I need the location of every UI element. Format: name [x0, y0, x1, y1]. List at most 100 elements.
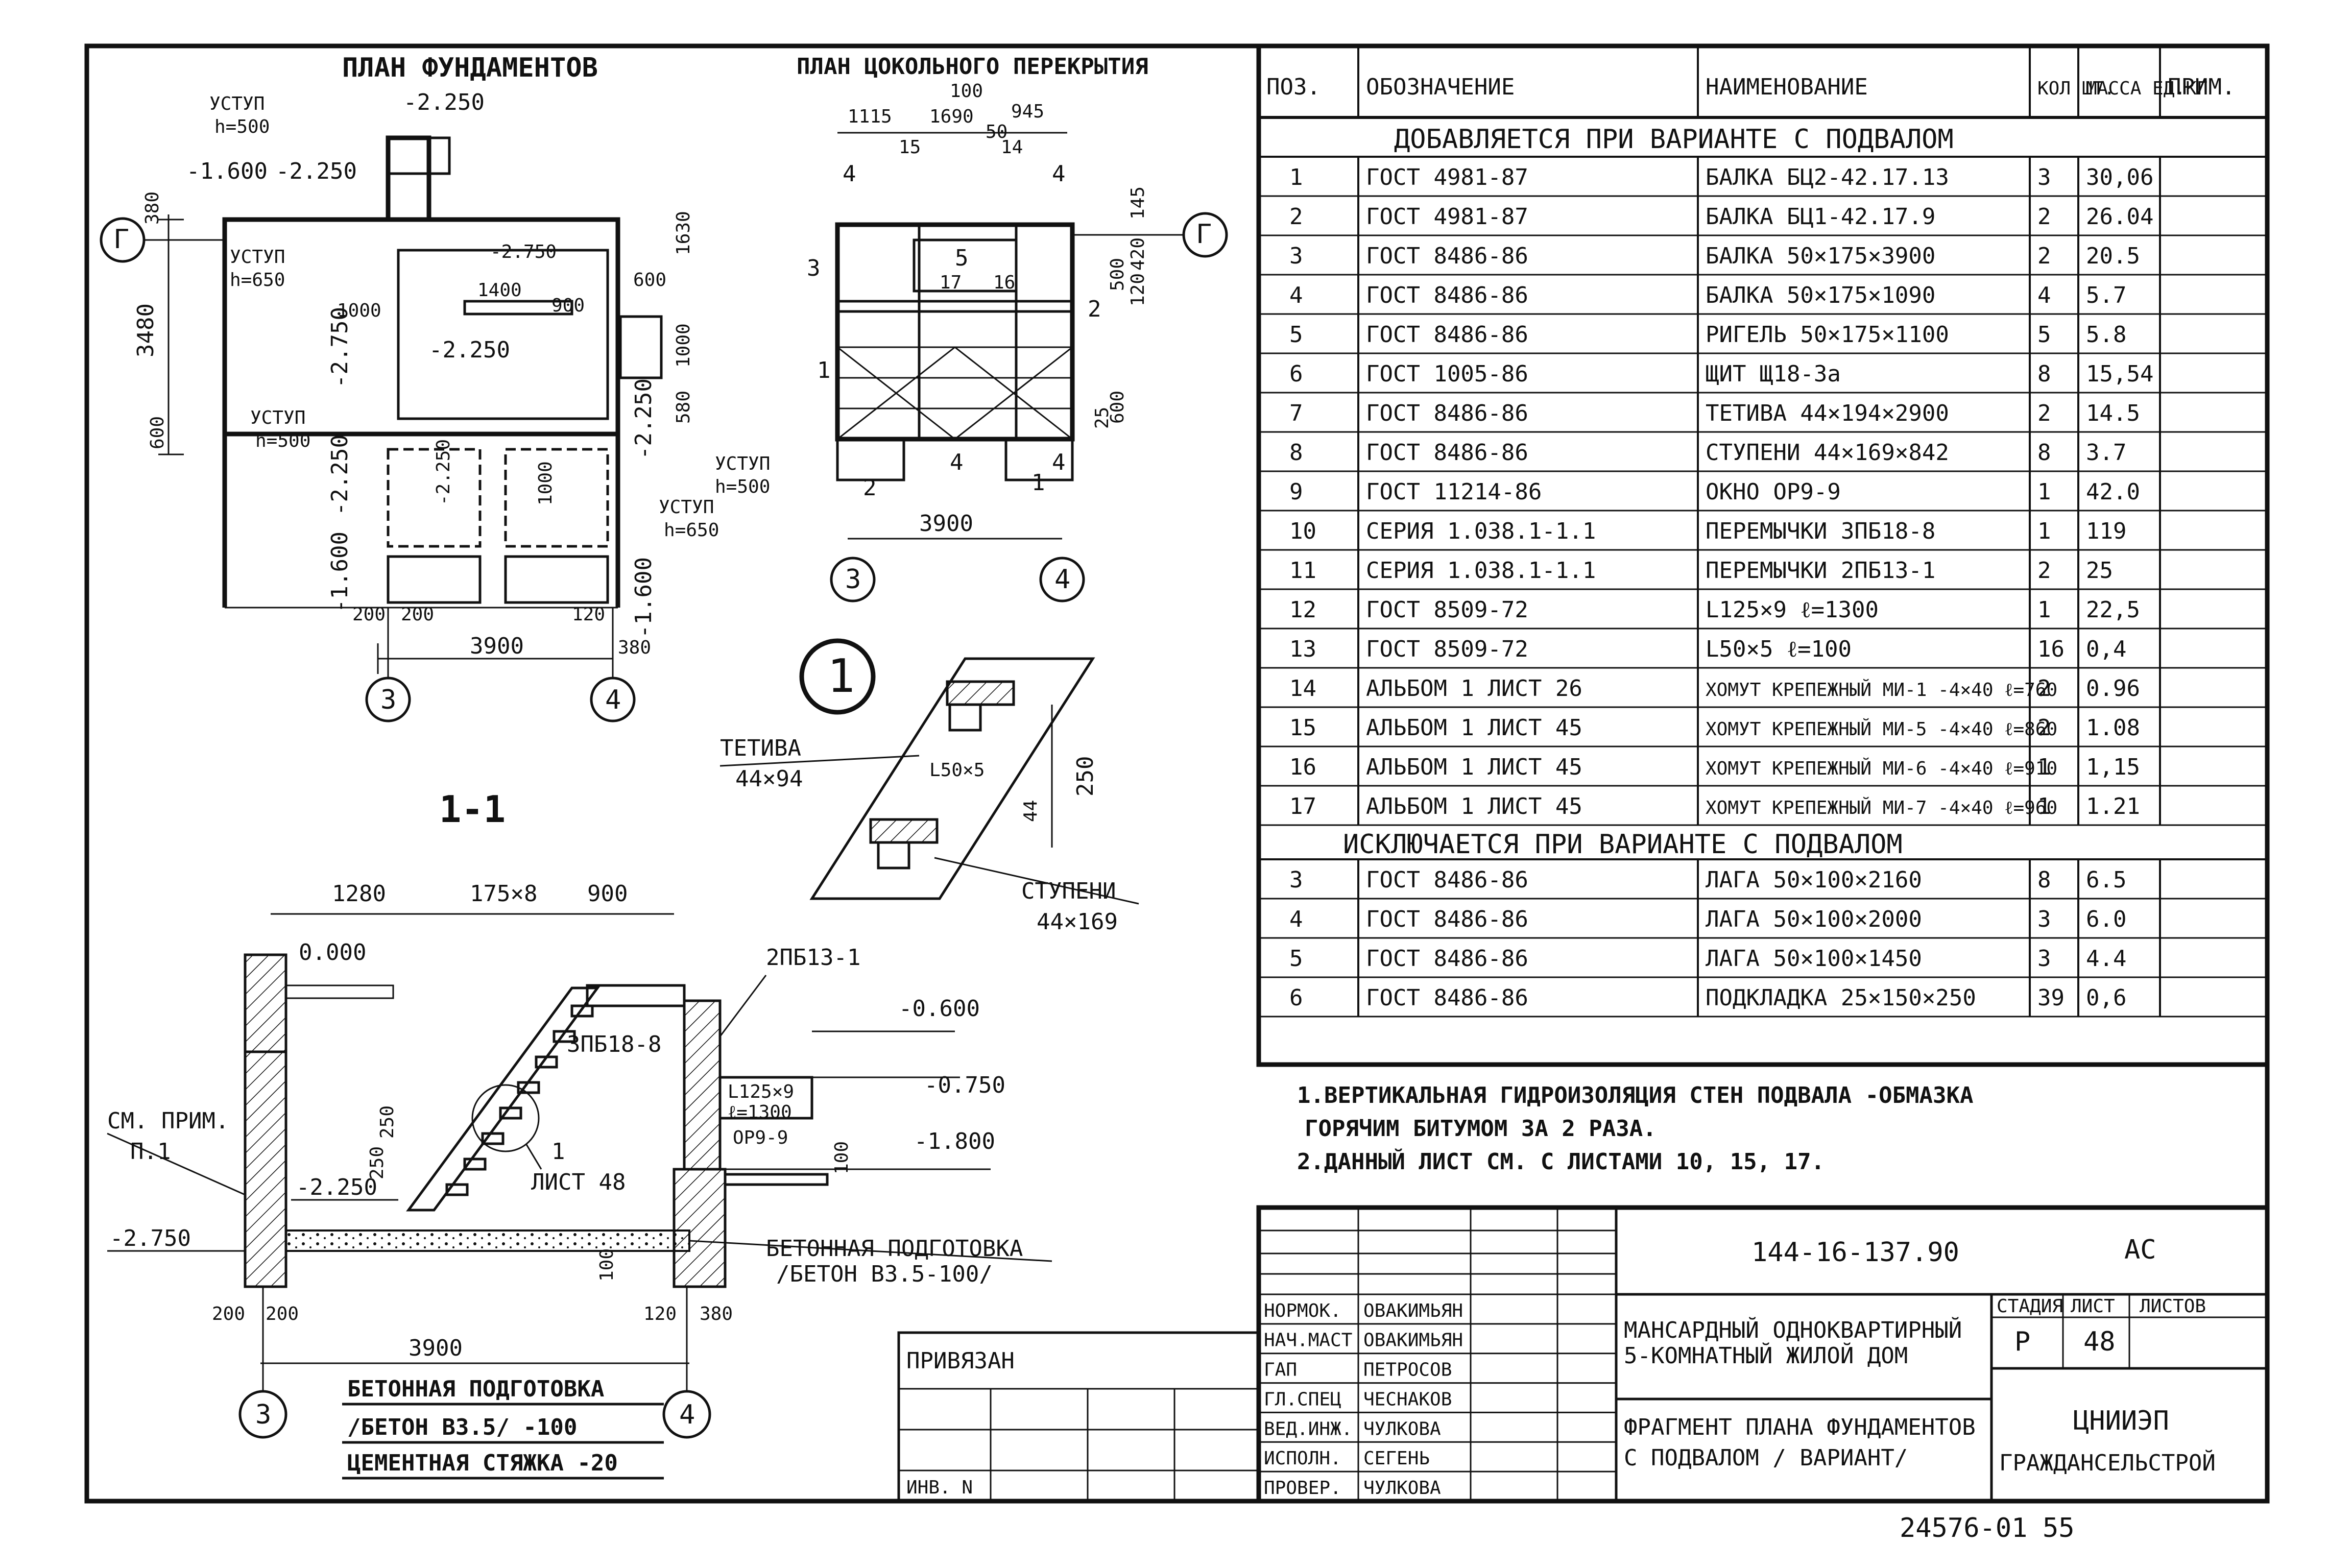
rows_excluded-row-2-col-2: ЛАГА 50×100×1450	[1706, 946, 1922, 972]
svg-text:П.1: П.1	[130, 1139, 171, 1165]
rows_added-row-7-col-2: СТУПЕНИ 44×169×842	[1706, 440, 1949, 466]
note-1-cont: ГОРЯЧИМ БИТУМОМ ЗА 2 РАЗА.	[1305, 1116, 1657, 1142]
rows_excluded-row-1-col-4: 6.0	[2086, 906, 2126, 932]
svg-text:ЛИСТ 48: ЛИСТ 48	[531, 1169, 626, 1195]
foundation-plan: ПЛАН ФУНДАМЕНТОВ Г 3 4 УСТУП	[100, 53, 770, 722]
svg-text:-1.600: -1.600	[186, 158, 268, 184]
page-number: 55	[2043, 1513, 2075, 1543]
rows_added-row-12-col-1: ГОСТ 8509-72	[1366, 636, 1528, 662]
axis-3-bubble: 3	[380, 685, 396, 715]
rows_excluded-row-2-col-1: ГОСТ 8486-86	[1366, 946, 1528, 972]
svg-text:-1.600: -1.600	[327, 532, 353, 613]
rows_added-row-11-col-2: L125×9 ℓ=1300	[1706, 597, 1879, 623]
svg-text:3ПБ18-8: 3ПБ18-8	[567, 1031, 661, 1057]
axis-g-bubble: Г	[113, 224, 129, 255]
svg-text:-2.750: -2.750	[110, 1225, 191, 1251]
rows_added-row-11-col-0: 12	[1289, 597, 1316, 623]
rows_added-row-9-col-1: СЕРИЯ 1.038.1-1.1	[1366, 518, 1596, 544]
rows_added-row-9-col-4: 119	[2086, 518, 2126, 544]
rows_excluded-row-0-col-0: 3	[1289, 867, 1303, 893]
rows_added-row-14-col-0: 15	[1289, 715, 1316, 741]
rows_added-row-8-col-0: 9	[1289, 479, 1303, 505]
object-name-1: МАНСАРДНЫЙ ОДНОКВАРТИРНЫЙ	[1624, 1316, 1962, 1343]
svg-text:УСТУП: УСТУП	[715, 453, 770, 474]
section-title: 1-1	[439, 788, 506, 831]
svg-text:3900: 3900	[470, 633, 524, 659]
svg-text:500: 500	[1107, 258, 1128, 291]
rows_added-row-14-col-3: 2	[2037, 715, 2051, 741]
svg-text:ℓ=1300: ℓ=1300	[728, 1102, 792, 1123]
svg-text:44×94: 44×94	[735, 766, 803, 792]
rows_added-row-15-col-4: 1,15	[2086, 754, 2140, 780]
svg-text:1630: 1630	[673, 211, 694, 255]
rows_added-row-9-col-0: 10	[1289, 518, 1316, 544]
rows_added-row-13-col-4: 0.96	[2086, 676, 2140, 702]
rows_added-row-1-col-1: ГОСТ 4981-87	[1366, 204, 1528, 230]
rows_excluded-row-2-col-0: 5	[1289, 946, 1303, 972]
svg-text:-2.750: -2.750	[327, 307, 353, 388]
basement-floor-plan: ПЛАН ЦОКОЛЬНОГО ПЕРЕКРЫТИЯ 1115 1690 945…	[797, 54, 1228, 602]
svg-text:600: 600	[147, 416, 168, 449]
rows_added-row-6-col-2: ТЕТИВА 44×194×2900	[1706, 400, 1949, 426]
rows_added-row-2-col-3: 2	[2037, 243, 2051, 269]
signature-role-5: ИСПОЛН.	[1264, 1448, 1341, 1469]
svg-text:2: 2	[863, 475, 877, 501]
svg-text:0.000: 0.000	[299, 939, 366, 966]
header-0: ПОЗ.	[1266, 74, 1321, 100]
section-excluded-title: ИСКЛЮЧАЕТСЯ ПРИ ВАРИАНТЕ С ПОДВАЛОМ	[1343, 829, 1903, 860]
svg-text:600: 600	[633, 270, 666, 291]
svg-text:44: 44	[1020, 800, 1041, 822]
foundation-plan-title: ПЛАН ФУНДАМЕНТОВ	[342, 53, 598, 83]
rows_added-row-2-col-1: ГОСТ 8486-86	[1366, 243, 1528, 269]
rows_added-row-5-col-1: ГОСТ 1005-86	[1366, 361, 1528, 387]
svg-text:БЕТОННАЯ ПОДГОТОВКА: БЕТОННАЯ ПОДГОТОВКА	[347, 1376, 604, 1402]
svg-text:1400: 1400	[477, 280, 522, 301]
svg-text:600: 600	[1107, 391, 1128, 424]
svg-text:380: 380	[618, 637, 651, 658]
rows_added-row-14-col-4: 1.08	[2086, 715, 2140, 741]
svg-text:250: 250	[377, 1105, 398, 1139]
archive-number: 24576-01	[1900, 1513, 2027, 1543]
rows_added-row-3-col-2: БАЛКА 50×175×1090	[1706, 282, 1935, 308]
rows_added-row-13-col-3: 2	[2037, 676, 2051, 702]
svg-text:h=650: h=650	[230, 270, 285, 291]
svg-text:100: 100	[596, 1248, 617, 1282]
svg-text:100: 100	[831, 1141, 852, 1174]
rows_added-row-13-col-2: ХОМУТ КРЕПЕЖНЫЙ МИ-1 -4×40 ℓ=760	[1706, 679, 2057, 701]
svg-text:145: 145	[1127, 186, 1148, 220]
org-1: ЦНИИЭП	[2073, 1406, 2169, 1436]
svg-text:2ПБ13-1: 2ПБ13-1	[766, 945, 860, 971]
rows_added-row-13-col-0: 14	[1289, 676, 1316, 702]
svg-text:-2.250: -2.250	[296, 1174, 377, 1200]
axis-4-bubble: 4	[605, 685, 621, 715]
sheets-label: ЛИСТОВ	[2140, 1296, 2206, 1317]
svg-text:-1.800: -1.800	[914, 1128, 995, 1154]
axis-g-bubble-floor: Г	[1196, 219, 1212, 250]
signature-role-0: НОРМОК.	[1264, 1300, 1341, 1321]
signature-role-4: ВЕД.ИНЖ.	[1264, 1418, 1352, 1439]
svg-text:580: 580	[673, 391, 694, 424]
header-2: НАИМЕНОВАНИЕ	[1706, 74, 1868, 100]
rows_added-row-10-col-3: 2	[2037, 558, 2051, 584]
rows_added-row-7-col-0: 8	[1289, 440, 1303, 466]
svg-text:-2.250: -2.250	[327, 435, 353, 516]
svg-text:200: 200	[352, 604, 386, 625]
svg-text:-1.600: -1.600	[631, 557, 657, 638]
signature-name-3: ЧЕСНАКОВ	[1363, 1389, 1452, 1410]
section-added-title: ДОБАВЛЯЕТСЯ ПРИ ВАРИАНТЕ С ПОДВАЛОМ	[1394, 124, 1954, 155]
svg-text:L125×9: L125×9	[728, 1081, 794, 1102]
node-marker: 1	[827, 649, 855, 703]
rows_added-row-16-col-2: ХОМУТ КРЕПЕЖНЫЙ МИ-7 -4×40 ℓ=960	[1706, 797, 2057, 818]
rows_added-row-11-col-1: ГОСТ 8509-72	[1366, 597, 1528, 623]
rows_added-row-3-col-3: 4	[2037, 282, 2051, 308]
header-1: ОБОЗНАЧЕНИЕ	[1366, 74, 1515, 100]
section-legend: БЕТОННАЯ ПОДГОТОВКА /БЕТОН В3.5/ -100 ЦЕ…	[342, 1376, 664, 1480]
axis-4-bubble-section: 4	[679, 1400, 695, 1430]
axis-3-bubble-floor: 3	[845, 564, 861, 595]
svg-text:1: 1	[551, 1139, 565, 1165]
rows_added-row-6-col-3: 2	[2037, 400, 2051, 426]
svg-text:УСТУП: УСТУП	[250, 407, 305, 428]
svg-text:-2.250: -2.250	[429, 337, 510, 363]
